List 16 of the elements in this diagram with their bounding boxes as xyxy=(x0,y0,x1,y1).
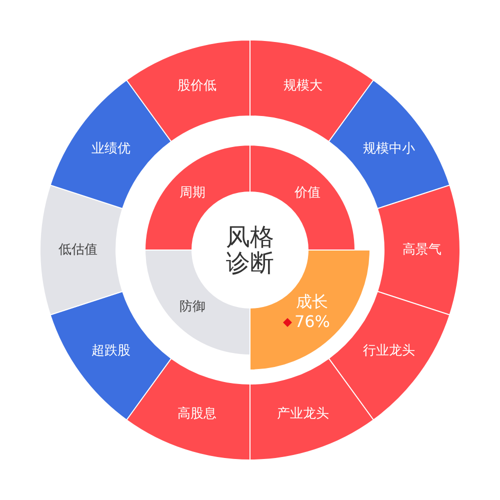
segment-label: 高景气 xyxy=(402,244,442,256)
segment-label: 低估值 xyxy=(58,244,98,256)
center-title: 风格诊断 xyxy=(225,224,275,276)
segment-label: 规模中小 xyxy=(363,142,416,156)
segment-label: 超跌股 xyxy=(91,344,130,358)
segment-label: 周期 xyxy=(180,186,206,200)
segment-label: 成长 xyxy=(296,294,328,310)
score-value: 76% xyxy=(294,314,330,330)
segment-label: 规模大 xyxy=(284,80,323,93)
segment-label: 产业龙头 xyxy=(277,407,330,420)
segment-label: 股价低 xyxy=(177,80,216,93)
segment-label: 行业龙头 xyxy=(363,344,416,358)
segment-label: 价值 xyxy=(294,186,320,200)
segment-label: 高股息 xyxy=(177,407,216,420)
segment-label: 防御 xyxy=(180,300,206,314)
segment-label: 业绩优 xyxy=(91,142,130,156)
